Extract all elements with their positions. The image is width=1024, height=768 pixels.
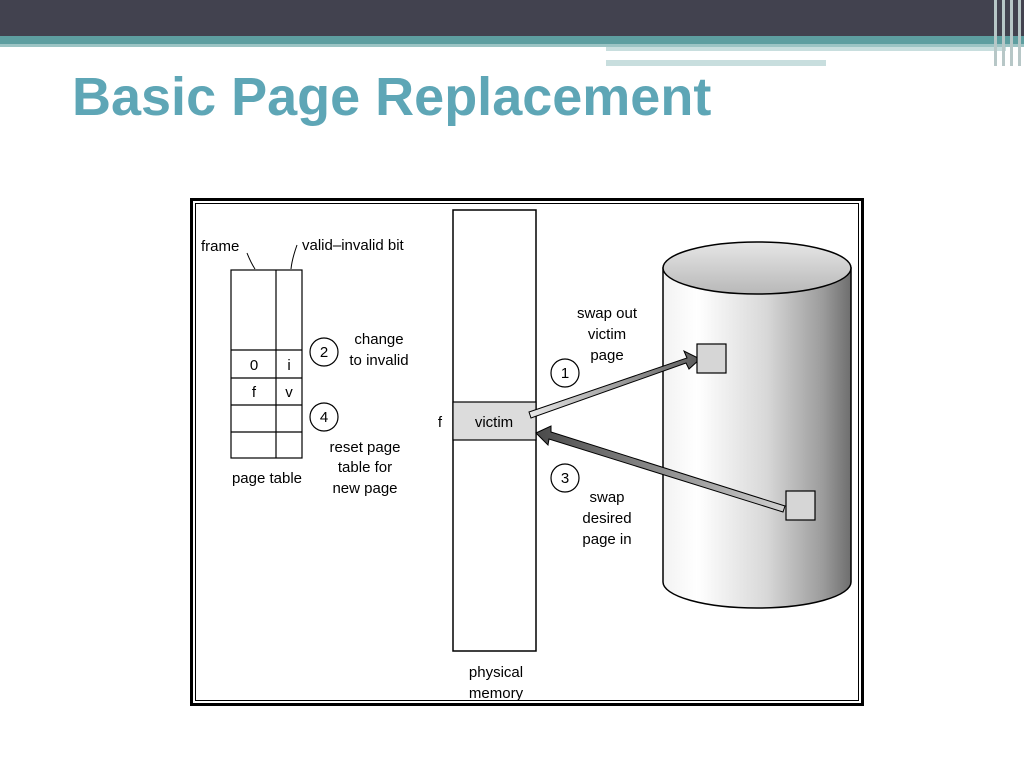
page-table-bit-v: v xyxy=(285,384,293,401)
disk-cylinder xyxy=(662,241,852,609)
step-2-number: 2 xyxy=(320,344,328,361)
step-2: 2 change to invalid xyxy=(309,331,409,369)
page-table-frame-f: f xyxy=(252,384,257,401)
page-table-bit-i: i xyxy=(287,357,290,374)
disk-victim-page xyxy=(696,343,727,374)
top-bar xyxy=(0,0,1024,36)
column-pointer-lines xyxy=(246,244,298,270)
step-1: 1 swap out victim page xyxy=(550,305,638,388)
step-3-line3: page in xyxy=(582,531,631,548)
step-1-line3: page xyxy=(590,347,623,364)
victim-frame xyxy=(452,401,537,441)
step-3-number: 3 xyxy=(561,470,569,487)
accent-band-light xyxy=(0,44,1024,47)
swap-in-arrow xyxy=(535,425,786,513)
page-table xyxy=(230,269,303,459)
page-replacement-diagram: victim f physical memory 0 i f v page ta… xyxy=(201,209,852,702)
step-4-line3: new page xyxy=(332,480,397,497)
accent-band xyxy=(0,36,1024,44)
step-2-line1: change xyxy=(354,331,403,348)
page-table-frame-0: 0 xyxy=(250,357,258,374)
step-2-line2: to invalid xyxy=(349,352,408,369)
corner-stripe xyxy=(994,0,997,66)
victim-label: victim xyxy=(475,414,513,431)
frame-column-label: frame xyxy=(201,238,239,255)
diagram-frame: victim f physical memory 0 i f v page ta… xyxy=(190,198,864,706)
step-3-line2: desired xyxy=(582,510,631,527)
page-table-label: page table xyxy=(232,470,302,487)
step-4-line1: reset page xyxy=(330,439,401,456)
corner-stripe xyxy=(1018,0,1021,66)
step-4-number: 4 xyxy=(320,409,328,426)
step-1-line1: swap out xyxy=(577,305,638,322)
diagram-inner-border xyxy=(195,203,859,701)
valid-invalid-bit-label: valid–invalid bit xyxy=(302,237,405,254)
step-3: 3 swap desired page in xyxy=(550,463,632,548)
accent-strip-upper xyxy=(606,47,1006,51)
swap-out-arrow xyxy=(528,349,701,419)
corner-stripe xyxy=(1010,0,1013,66)
slide-title: Basic Page Replacement xyxy=(72,67,712,127)
step-1-line2: victim xyxy=(588,326,626,343)
corner-stripe xyxy=(1002,0,1005,66)
frame-f-label: f xyxy=(438,414,443,431)
step-3-line1: swap xyxy=(589,489,624,506)
disk-desired-page xyxy=(785,490,816,521)
step-1-number: 1 xyxy=(561,365,569,382)
physical-memory-label-line1: physical xyxy=(469,664,523,681)
accent-strip-lower xyxy=(606,60,826,66)
step-4-line2: table for xyxy=(338,459,392,476)
physical-memory-label-line2: memory xyxy=(469,685,524,702)
step-4: 4 reset page table for new page xyxy=(309,402,401,497)
